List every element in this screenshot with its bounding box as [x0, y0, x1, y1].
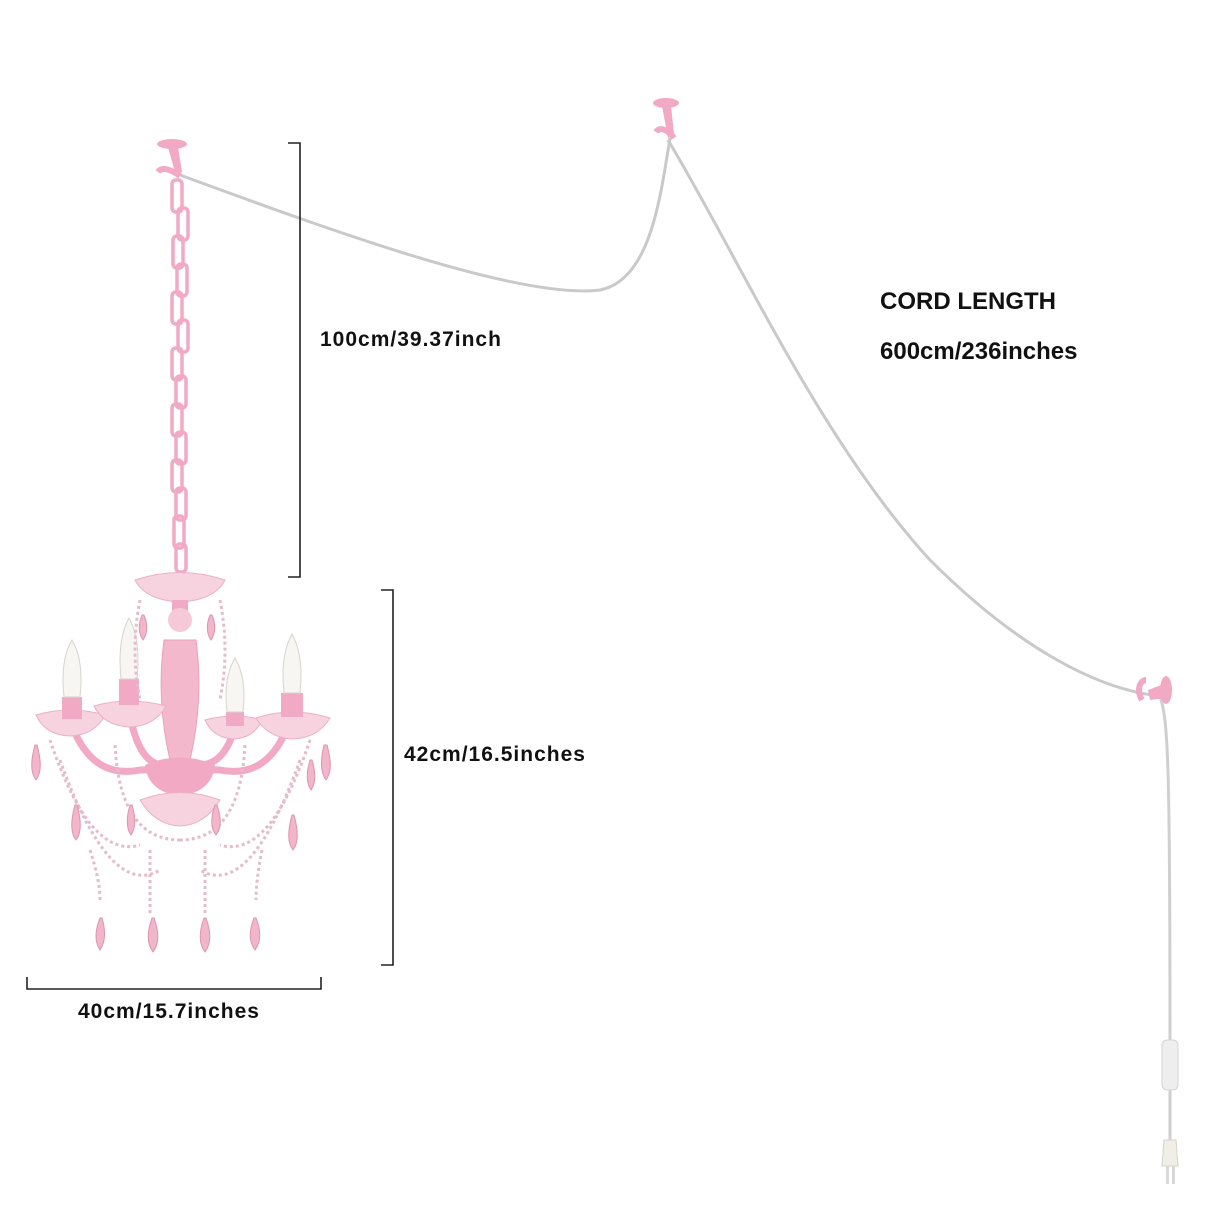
fixture-width-label: 40cm/15.7inches	[78, 1000, 260, 1023]
crystal-pendants	[31, 614, 331, 953]
inline-switch	[1161, 1039, 1179, 1091]
ceiling-hook-middle	[653, 98, 679, 140]
dimension-bracket-height	[381, 589, 394, 966]
fixture-height-label: 42cm/16.5inches	[404, 743, 586, 766]
hanging-chain	[170, 178, 190, 574]
ceiling-hook-right	[1136, 676, 1172, 704]
chain-length-label: 100cm/39.37inch	[320, 328, 502, 351]
chandelier	[35, 572, 331, 827]
dimension-bracket-chain	[288, 142, 301, 578]
plug-icon	[1161, 1139, 1179, 1184]
light-bulbs	[62, 616, 302, 713]
dimension-bracket-width	[26, 977, 322, 990]
power-cord	[179, 137, 1172, 1140]
ceiling-hook-left	[155, 139, 187, 179]
cord-length-value: 600cm/236inches	[880, 338, 1078, 365]
cord-length-title: CORD LENGTH	[880, 288, 1056, 315]
